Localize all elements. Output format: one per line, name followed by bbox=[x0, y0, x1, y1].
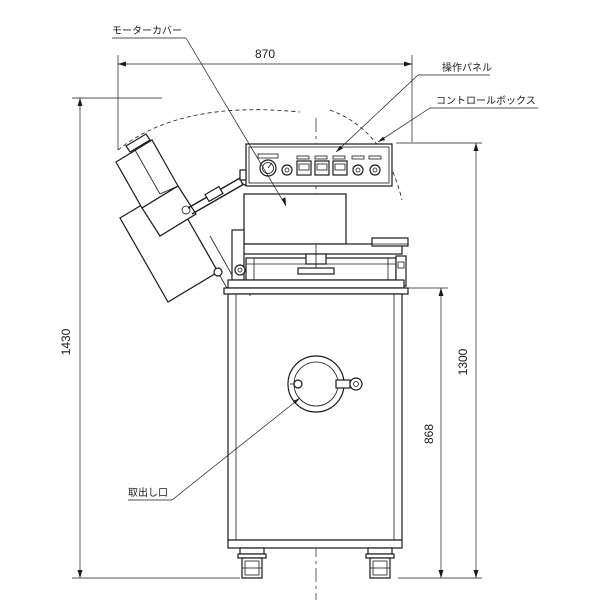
dimension-outlet-height: 868 bbox=[396, 287, 448, 578]
control-box bbox=[239, 143, 393, 187]
operation-panel-label: 操作パネル bbox=[442, 61, 492, 74]
outlet-height-value: 868 bbox=[422, 424, 436, 444]
leader-outlet: 取出し口 bbox=[128, 397, 301, 501]
dimension-rim-height: 1300 bbox=[396, 142, 482, 579]
leader-control-box: コントロールボックス bbox=[377, 95, 538, 143]
rim-height-value: 1300 bbox=[456, 348, 470, 375]
motor-cover-tilted bbox=[115, 109, 403, 303]
control-box-label: コントロールボックス bbox=[436, 95, 536, 107]
motor-cover-label: モーターカバー bbox=[112, 25, 182, 37]
cabinet bbox=[227, 293, 403, 549]
caster-left bbox=[237, 547, 267, 579]
motor-unit bbox=[223, 193, 409, 295]
dimension-overall-height: 1430 bbox=[59, 97, 240, 579]
width-dimension-value: 870 bbox=[255, 47, 275, 61]
dimension-width: 870 bbox=[117, 47, 413, 150]
leader-motor-cover: モーターカバー bbox=[112, 25, 287, 207]
caster-right bbox=[365, 547, 395, 579]
overall-height-value: 1430 bbox=[59, 328, 73, 355]
leader-operation-panel: 操作パネル bbox=[335, 61, 492, 153]
outlet bbox=[287, 355, 363, 413]
outlet-label: 取出し口 bbox=[128, 486, 168, 499]
